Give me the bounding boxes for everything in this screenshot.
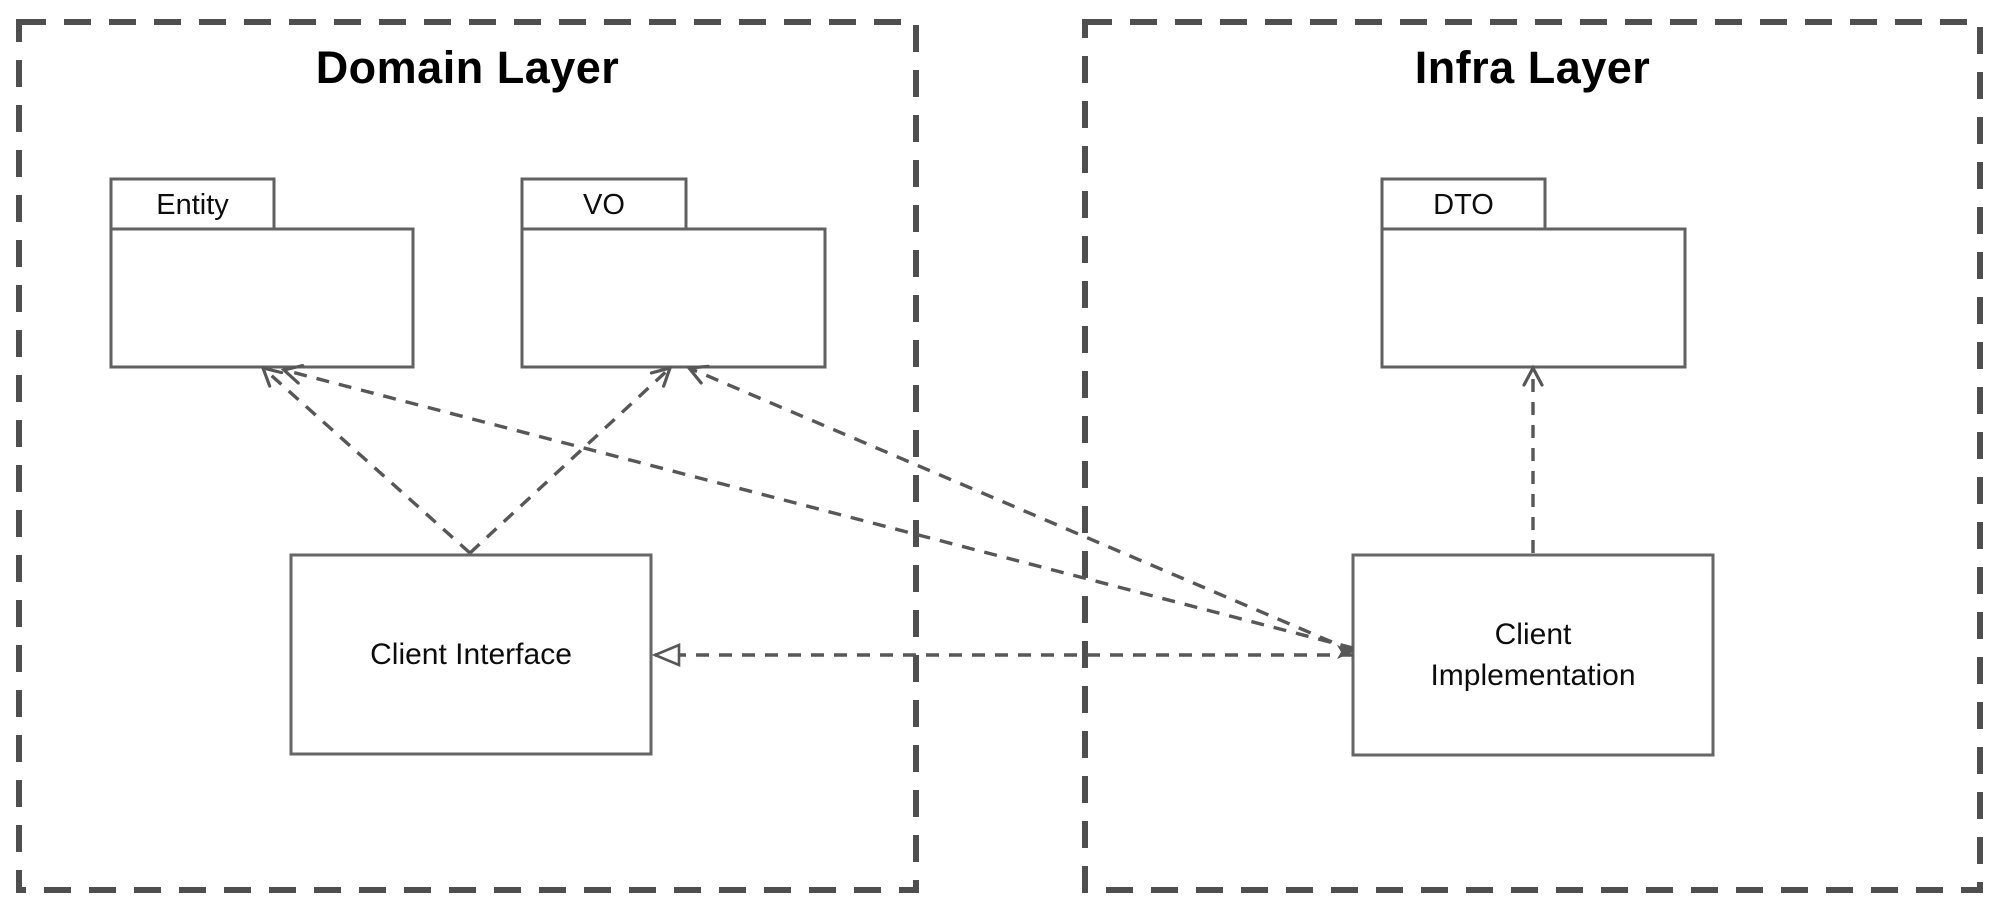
dto-package-body (1380, 227, 1687, 369)
connector-client-implementation-to-vo (685, 364, 1354, 653)
dto-package-shape (1380, 177, 1687, 369)
domain-layer-boundary (16, 19, 919, 893)
client-interface-box (289, 553, 653, 756)
connector-client-interface-to-vo (468, 365, 673, 555)
entity-package-tab (109, 177, 276, 231)
infra-layer-boundary (1082, 19, 1983, 893)
dto-package-tab (1380, 177, 1547, 231)
vo-package-shape (520, 177, 827, 369)
connector-origin-mark (1337, 645, 1353, 659)
entity-package-body (109, 227, 415, 369)
entity-package-shape (109, 177, 415, 369)
connector-client-implementation-to-entity (280, 363, 1354, 650)
client-implementation-box (1351, 553, 1715, 757)
vo-package-body (520, 227, 827, 369)
vo-package-tab (520, 177, 688, 231)
connector-client-interface-to-entity (260, 365, 472, 555)
